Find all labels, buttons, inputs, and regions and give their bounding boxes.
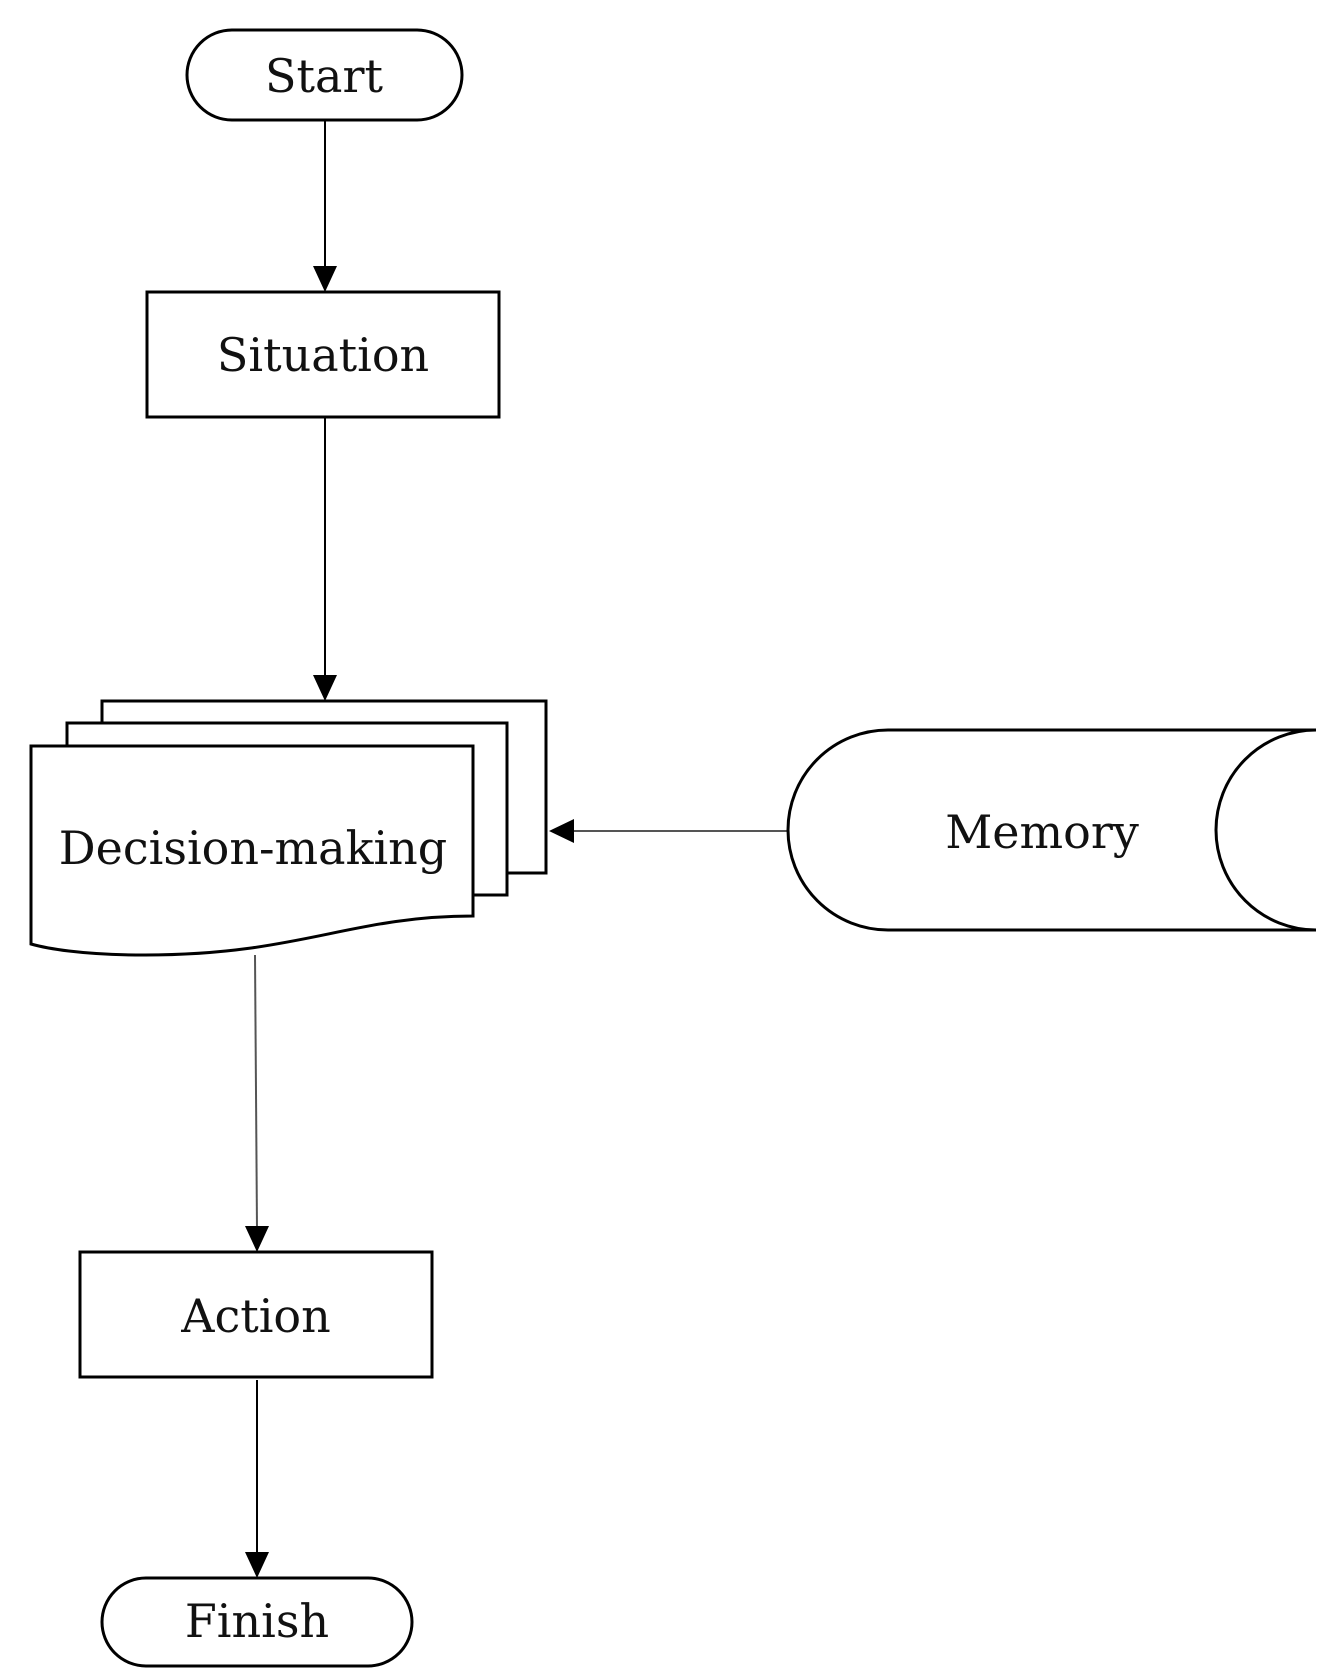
arrowhead <box>313 266 337 292</box>
decision-making-label: Decision-making <box>59 821 447 875</box>
memory-label: Memory <box>945 805 1139 859</box>
edge-decision-making-to-action <box>245 954 269 1252</box>
arrowhead <box>245 1226 269 1252</box>
edge-start-to-situation <box>313 120 337 292</box>
finish-node: Finish <box>100 1576 414 1668</box>
finish-label: Finish <box>185 1594 329 1648</box>
action-node: Action <box>78 1250 434 1379</box>
arrowhead <box>313 675 337 701</box>
start-node: Start <box>185 28 464 122</box>
document-front <box>29 744 475 957</box>
action-label: Action <box>180 1289 331 1343</box>
situation-label: Situation <box>217 328 429 382</box>
edge-action-to-finish <box>245 1380 269 1578</box>
arrowhead <box>549 819 574 843</box>
arrowhead <box>245 1552 269 1578</box>
memory-body <box>786 728 1316 932</box>
start-label: Start <box>265 49 383 103</box>
memory-end-curve <box>1214 728 1317 932</box>
decision-making-node: Decision-making <box>29 699 548 957</box>
memory-node: Memory <box>786 728 1317 932</box>
situation-node: Situation <box>145 290 501 419</box>
edge-memory-to-decision-making <box>549 819 788 843</box>
edge-situation-to-decision-making <box>313 417 337 701</box>
